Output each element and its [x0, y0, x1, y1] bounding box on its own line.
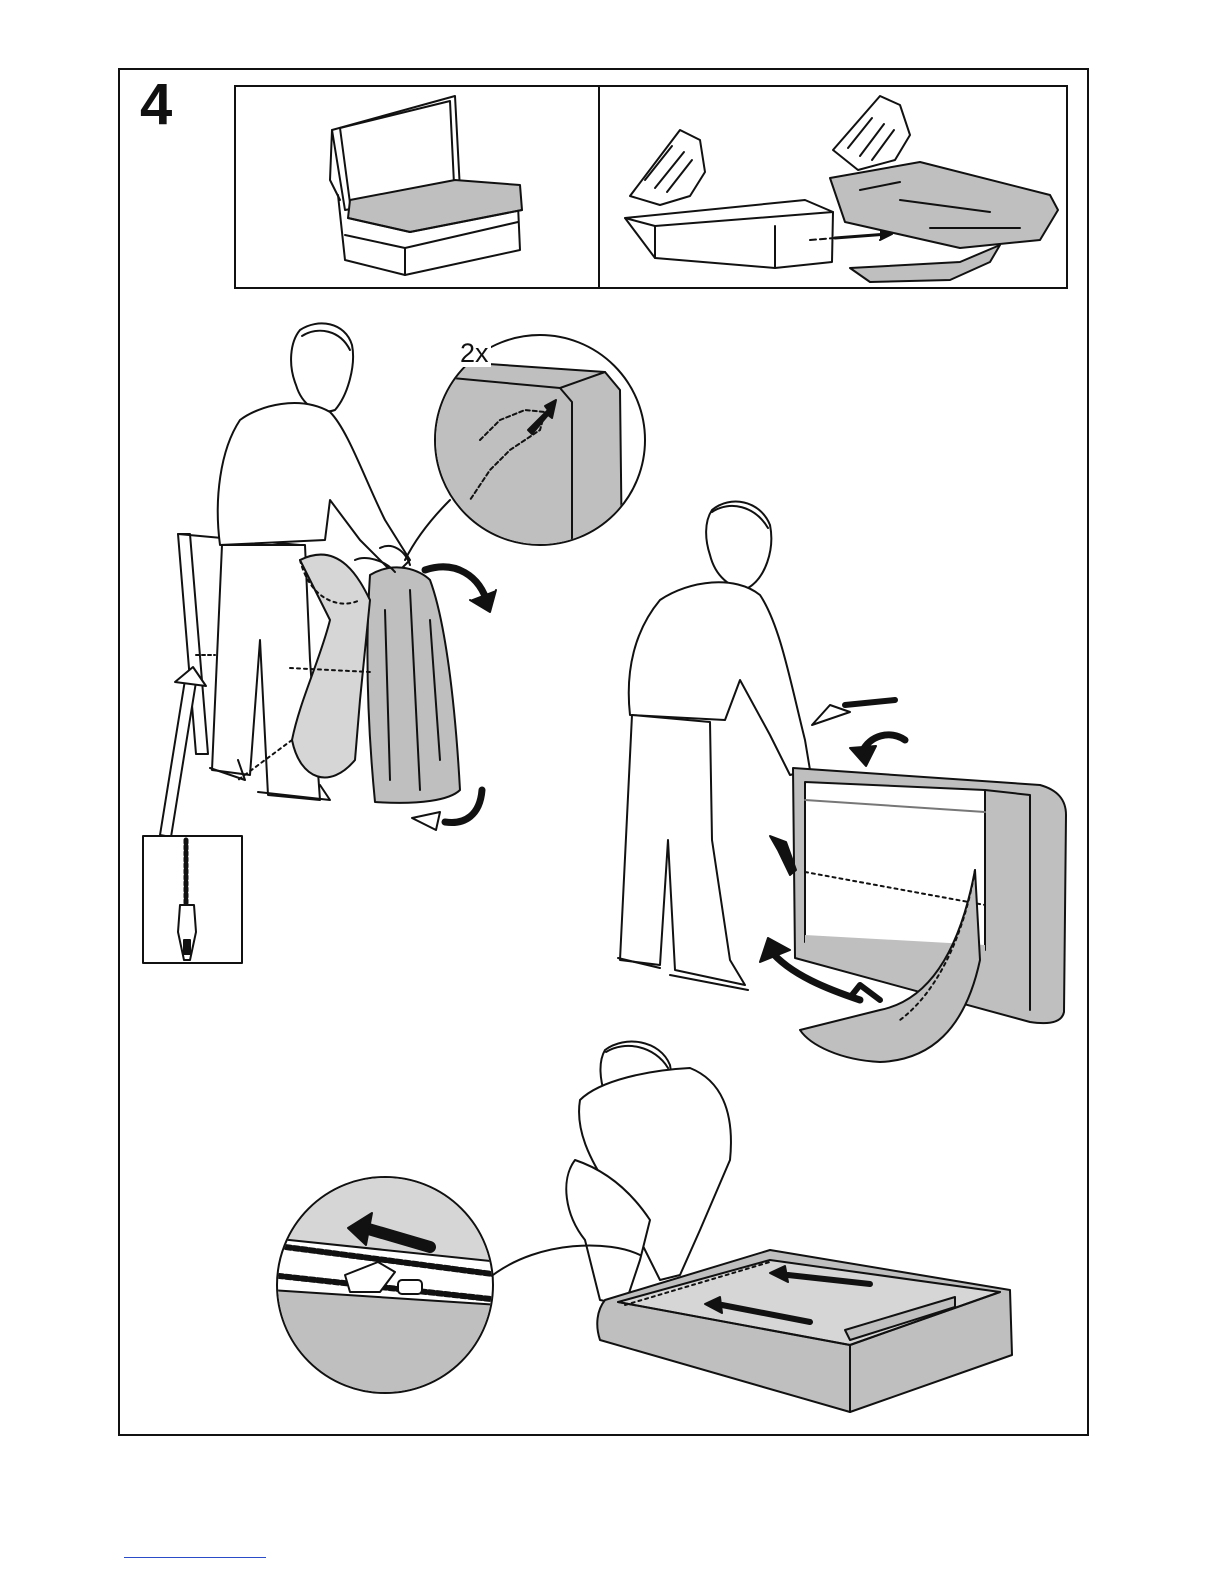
zipper-detail-box-icon [143, 836, 242, 963]
footer-link-line [124, 1557, 266, 1558]
person-zipping-cushion-icon [566, 1042, 1012, 1412]
quantity-label: 2x [458, 340, 491, 367]
cushion-cover-icon [830, 96, 1058, 282]
corner-detail-magnifier-icon [405, 335, 645, 560]
armchair-module-icon [330, 96, 522, 275]
person-pulling-cover-icon [618, 502, 1066, 1062]
